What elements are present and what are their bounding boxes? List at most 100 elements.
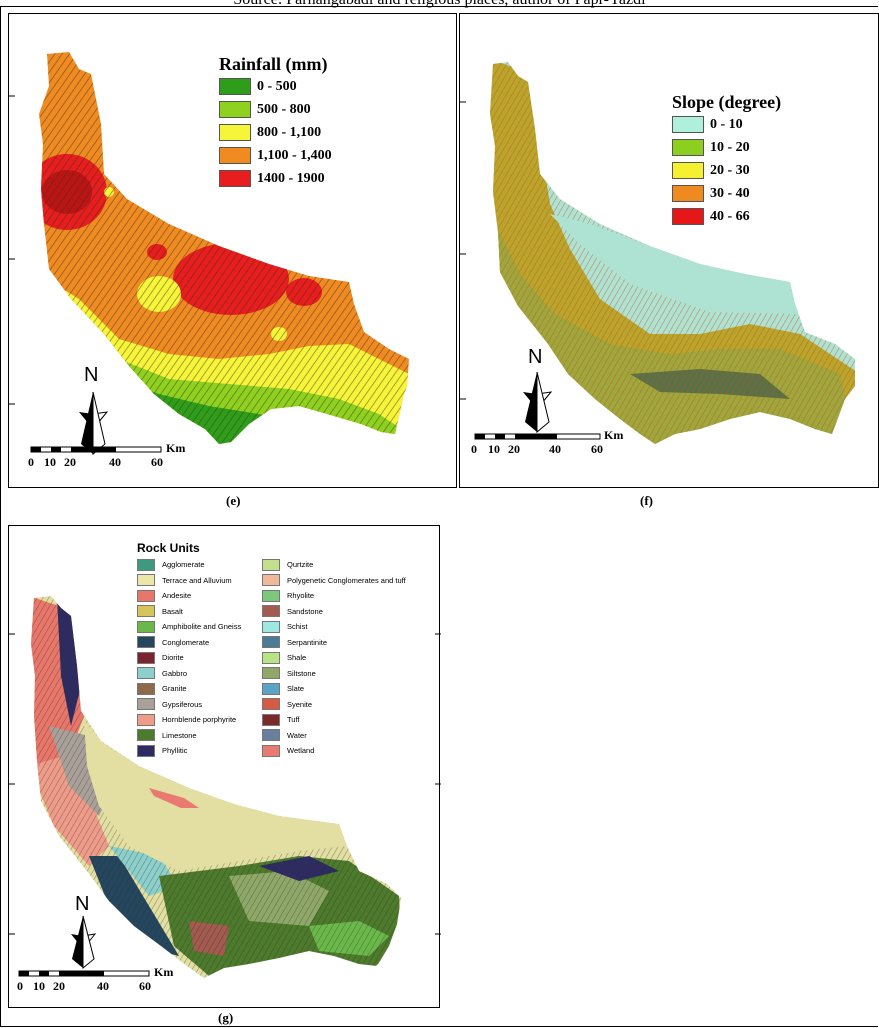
legend-swatch [219,170,251,187]
legend-swatch [137,558,155,571]
legend-item: Andesite [137,588,262,604]
legend-label: Water [287,730,307,740]
legend-label: Gypsiferous [162,699,203,709]
legend-swatch [672,162,704,179]
legend-item: Granite [137,681,262,697]
map-frame-ticks [460,101,466,400]
legend-swatch [262,558,280,571]
legend-label: Syenite [287,699,313,709]
legend-item: Sandstone [262,604,387,620]
legend-label: Tuff [287,715,300,725]
scale-bar [474,433,601,440]
legend-item: Amphibolite and Gneiss [137,619,262,635]
legend-label: Slate [287,684,305,694]
legend-item: Agglomerate [137,557,262,573]
legend-swatch [219,147,251,164]
panel-label-f: (f) [640,493,653,508]
legend-label: Siltstone [287,668,316,678]
legend-swatch [137,589,155,602]
scale-tick: 0 [17,979,23,993]
rock-units-map [9,596,441,978]
legend-swatch [219,101,251,118]
legend-swatch [219,124,251,141]
legend-label: 1400 - 1900 [257,170,325,186]
scale-unit: Km [166,441,186,455]
legend-swatch [672,116,704,133]
legend-label: 40 - 66 [710,208,750,224]
legend-item: Basalt [137,604,262,620]
legend-swatch [137,682,155,695]
scale-unit: Km [604,428,624,442]
rock-wetland [149,788,199,808]
scale-tick: 60 [591,442,603,456]
rock-units-map-panel: N Km 0 10 20 40 60 Rock Units Agglomerat… [8,525,441,1008]
legend-label: Granite [162,684,187,694]
scale-tick: 60 [139,979,151,993]
legend-label: Phyllitic [162,746,188,756]
legend-item: Syenite [262,697,387,713]
legend-label: 10 - 20 [710,139,750,155]
legend-item: 10 - 20 [672,136,781,159]
legend-item: Hornblende porphyrite [137,712,262,728]
legend-label: 30 - 40 [710,185,750,201]
scale-tick: 20 [64,455,76,469]
legend-item: Wetland [262,743,387,759]
legend-swatch [262,667,280,680]
legend-title: Rainfall (mm) [219,54,328,74]
legend-item: Slate [262,681,387,697]
scale-tick: 20 [508,442,520,456]
scale-tick: 20 [53,979,65,993]
north-label: N [84,364,99,386]
legend-swatch [137,713,155,726]
legend-item: Water [262,728,387,744]
legend-item: Diorite [137,650,262,666]
legend-item: 1400 - 1900 [219,167,332,190]
legend-swatch [672,185,704,202]
legend-swatch [137,698,155,711]
scale-tick: 40 [109,455,121,469]
legend-label: Amphibolite and Gneiss [162,622,242,632]
scale-tick: 40 [549,442,561,456]
legend-label: Shale [287,653,307,663]
legend-label: 0 - 10 [710,116,743,132]
legend-swatch [137,667,155,680]
legend-swatch [262,589,280,602]
legend-label: Polygenetic Conglomerates and tuff [287,575,406,585]
legend-item: 0 - 10 [672,113,781,136]
legend-swatch [262,713,280,726]
legend-label: Terrace and Alluvium [162,575,232,585]
north-arrow [79,391,109,456]
legend-swatch [137,605,155,618]
rainfall-map-panel: N Km 0 10 20 40 60 Rainfall (mm) 0 - 500… [8,13,457,488]
legend-swatch [262,682,280,695]
map-frame-ticks [9,95,15,405]
legend-item: Gabbro [137,666,262,682]
legend-item: Siltstone [262,666,387,682]
legend-label: Limestone [162,730,197,740]
legend-swatch [262,620,280,633]
legend-item: 20 - 30 [672,159,781,182]
legend-swatch [262,744,280,757]
legend-label: 800 - 1,100 [257,124,322,140]
legend-swatch [262,729,280,742]
legend-swatch [137,620,155,633]
scale-tick: 40 [97,979,109,993]
legend-item: 800 - 1,100 [219,121,332,144]
legend-label: Conglomerate [162,637,210,647]
figure-frame [0,6,878,1027]
legend-label: 20 - 30 [710,162,750,178]
rock-terrace-plain [84,721,347,871]
legend-label: Sandstone [287,606,323,616]
slope-map-panel: N Km 0 10 20 40 60 Slope (degree) 0 - 10… [459,13,879,488]
legend-item: Schist [262,619,387,635]
legend-swatch [137,729,155,742]
legend-label: Serpantinite [287,637,328,647]
source-caption: Source: Parhangabadi and religious place… [0,0,879,9]
north-arrow [71,915,97,970]
scale-tick: 60 [151,455,163,469]
legend-item: Limestone [137,728,262,744]
legend-swatch [672,139,704,156]
scale-tick: 0 [28,455,34,469]
